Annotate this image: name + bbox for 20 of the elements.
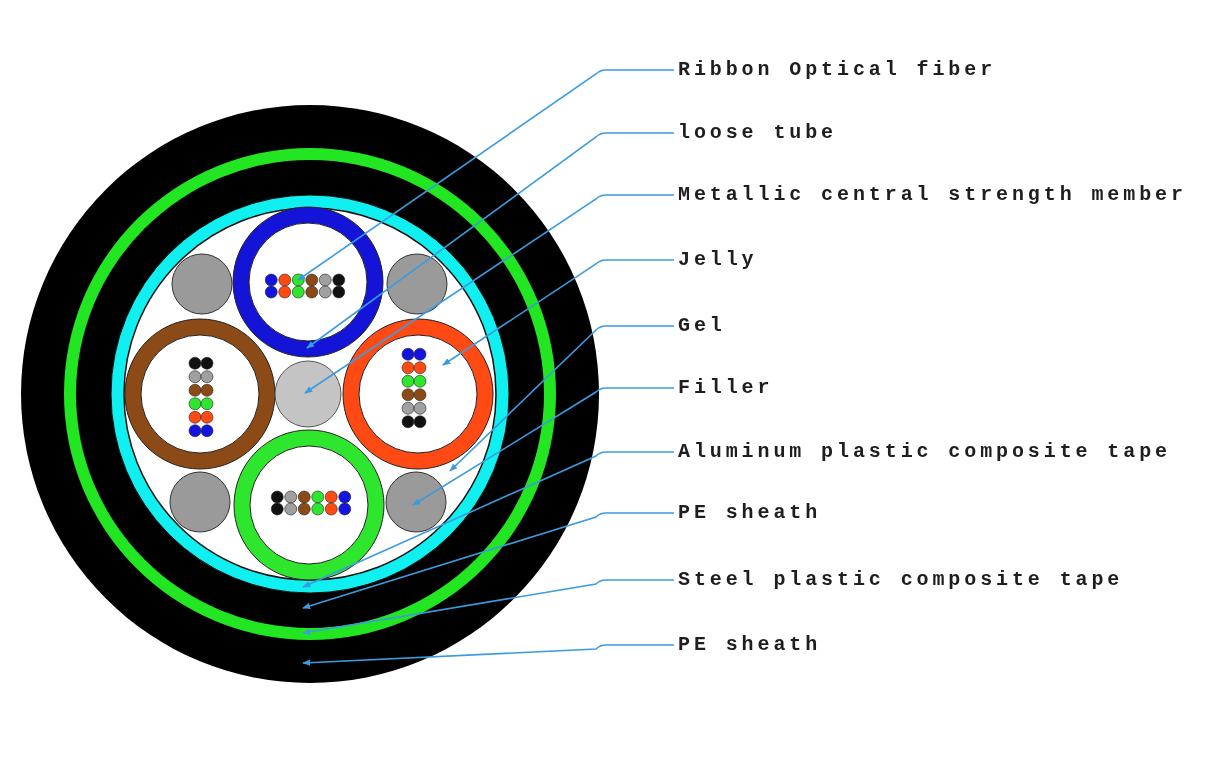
leader-line [306, 132, 675, 349]
leader-line [302, 644, 675, 666]
part-label: PE sheath [678, 633, 822, 657]
leader-line [442, 259, 675, 366]
part-label: Metallic central strength member [678, 183, 1187, 207]
leader-line [304, 194, 675, 394]
leader-line [297, 69, 675, 281]
part-label: Filler [678, 376, 774, 400]
leader-line [302, 512, 675, 609]
part-label: Ribbon Optical fiber [678, 58, 997, 82]
part-label: PE sheath [678, 501, 822, 525]
part-label: Steel plastic composite tape [678, 568, 1124, 592]
part-label: loose tube [678, 121, 838, 145]
part-label: Gel [678, 314, 726, 338]
leader-line [302, 451, 675, 588]
part-label: Jelly [678, 248, 758, 272]
leader-line [302, 579, 675, 635]
part-label: Aluminum plastic composite tape [678, 440, 1171, 464]
leader-line [449, 325, 675, 472]
leader-line [412, 387, 675, 506]
